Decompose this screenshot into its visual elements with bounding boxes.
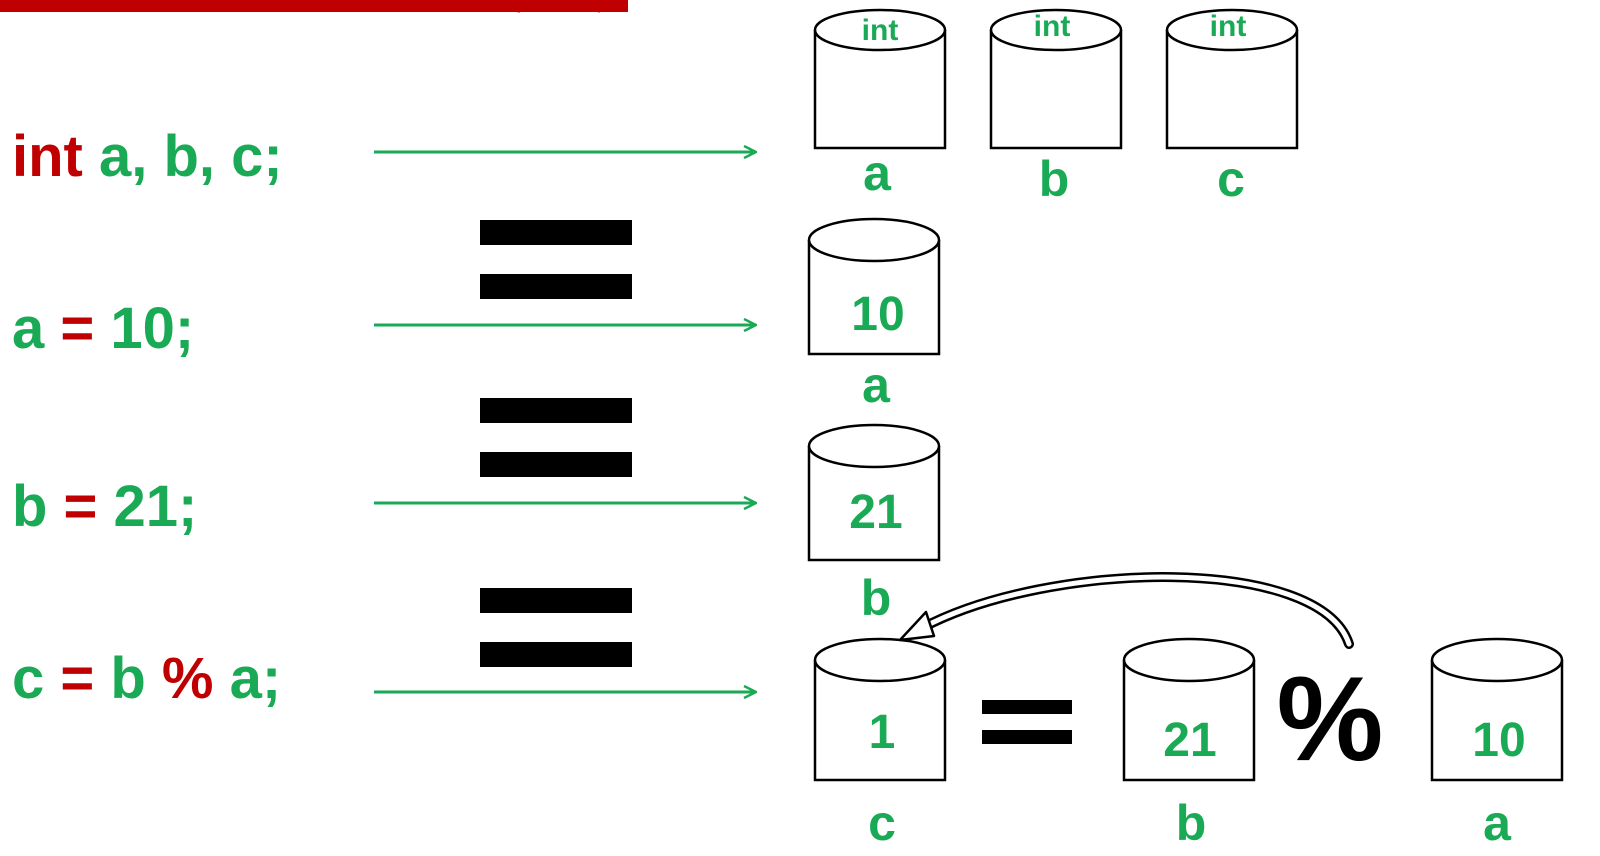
type-label-a: int — [862, 14, 899, 47]
result-value-c: 1 — [869, 706, 896, 759]
result-box-c: 1 — [813, 637, 947, 782]
type-label-c: int — [1210, 10, 1247, 43]
code-line-assign-a: a = 10; — [12, 296, 194, 361]
code-line-assign-c: c = b % a; — [12, 646, 281, 711]
assign-a-lhs: a — [12, 296, 45, 361]
operand-value-b: 21 — [1163, 714, 1216, 767]
value-box-b-name: b — [861, 570, 892, 626]
variable-name-a: a — [863, 145, 892, 201]
variable-name-c: c — [1217, 151, 1245, 207]
operand-name-a: a — [1483, 795, 1512, 851]
result-flow-arrow — [898, 572, 1354, 649]
assign-a-rhs: 10; — [110, 296, 194, 361]
value-box-a-name: a — [862, 357, 891, 413]
variable-name-b: b — [1039, 151, 1070, 207]
assignment-symbol-3 — [480, 588, 632, 667]
operand-box-a: 10 — [1430, 637, 1564, 782]
assign-b-rhs: 21; — [114, 474, 198, 539]
assign-b-equals: = — [47, 474, 113, 539]
assign-c-operand-b: b — [110, 646, 162, 711]
result-name-c: c — [868, 795, 896, 851]
variable-box-a: int — [813, 8, 947, 150]
assign-c-equals: = — [44, 646, 110, 711]
modulus-operator: % — [1277, 652, 1384, 786]
assignment-symbol-2 — [480, 398, 632, 477]
value-box-b: 21 — [807, 423, 941, 562]
value-b: 21 — [849, 486, 902, 539]
value-box-a: 10 — [807, 217, 941, 356]
assign-c-operand-a: a; — [214, 646, 282, 711]
expression-equals-sign: = — [982, 700, 1072, 744]
variable-box-c: int — [1165, 8, 1299, 150]
operand-name-b: b — [1176, 795, 1207, 851]
variable-box-b: int — [989, 8, 1123, 150]
type-label-b: int — [1034, 10, 1071, 43]
assign-b-lhs: b — [12, 474, 47, 539]
code-line-declaration: int a, b, c; — [12, 124, 283, 189]
value-a: 10 — [851, 288, 904, 341]
title-bar — [0, 0, 628, 13]
assignment-symbol-1 — [480, 220, 632, 299]
operand-box-b: 21 — [1122, 637, 1256, 782]
declared-names: a, b, c; — [83, 124, 283, 189]
code-line-assign-b: b = 21; — [12, 474, 197, 539]
assign-c-modulus: % — [162, 646, 214, 711]
assign-c-lhs: c — [12, 646, 44, 711]
assign-a-equals: = — [44, 296, 110, 361]
keyword-int: int — [12, 124, 83, 189]
operand-value-a: 10 — [1472, 714, 1525, 767]
